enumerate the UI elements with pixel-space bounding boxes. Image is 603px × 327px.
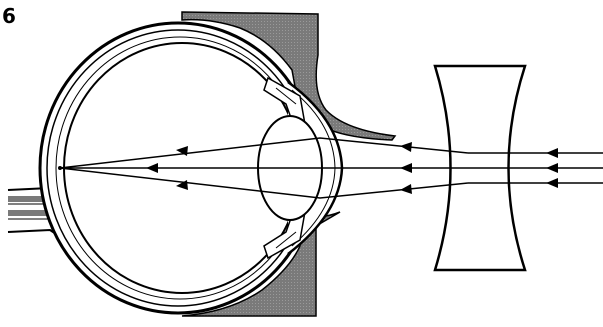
focal-point <box>58 166 62 170</box>
ray-arrow-icon <box>546 178 558 188</box>
ray-arrow-icon <box>546 148 558 158</box>
incoming-ray-arrows <box>546 148 558 188</box>
ray-arrow-icon <box>400 163 412 173</box>
ray-arrow-icon <box>546 163 558 173</box>
